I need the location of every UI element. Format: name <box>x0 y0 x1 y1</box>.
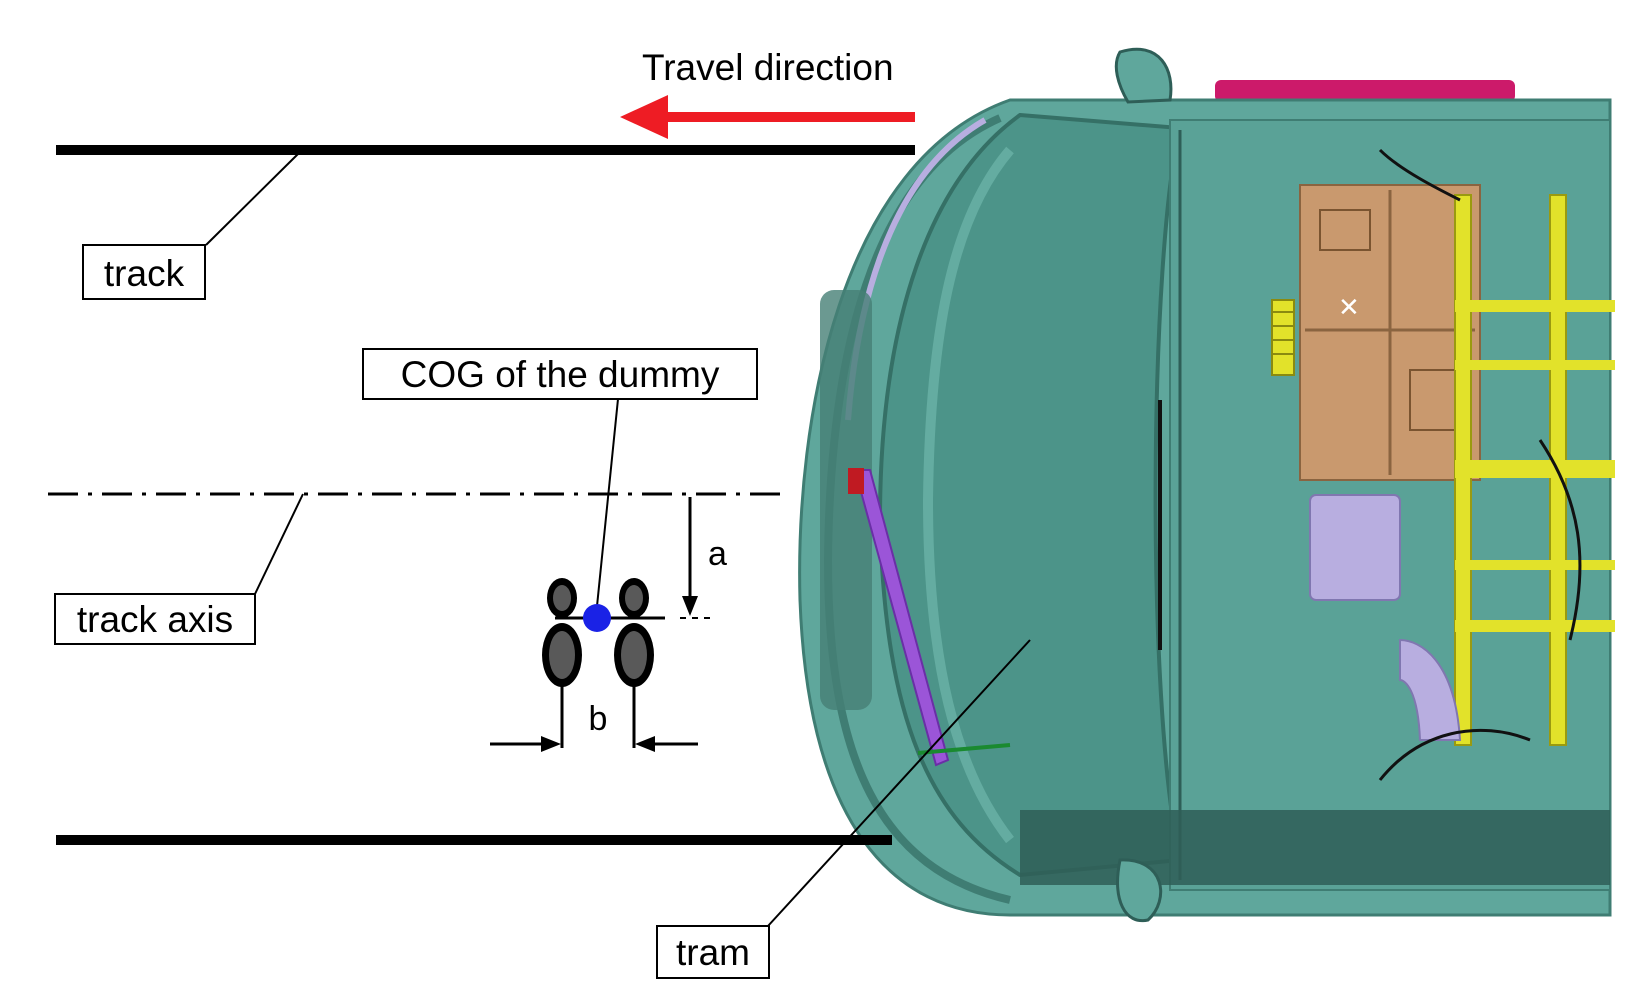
mirror-bottom <box>1116 858 1163 923</box>
tram-label-box <box>656 925 770 979</box>
green-wire <box>917 743 1011 755</box>
track-label: track <box>104 253 185 294</box>
mirror-top <box>1114 47 1173 104</box>
nose-dark-strip <box>820 290 872 710</box>
dimension-b-label: b <box>589 700 608 738</box>
windshield <box>877 112 1183 878</box>
dummy-left-foot-icon <box>542 578 582 687</box>
wiper-arm <box>853 469 950 767</box>
cog-marker <box>583 604 611 632</box>
roof-trim-top <box>1215 80 1515 102</box>
lilac-pipe <box>1399 638 1462 741</box>
dummy-right-foot-icon <box>614 578 654 687</box>
track-leader <box>205 151 301 246</box>
travel-direction-arrow <box>620 95 915 139</box>
track-axis-leader <box>254 493 304 595</box>
track-label-box <box>82 244 206 300</box>
lower-shadow <box>1020 810 1610 885</box>
track-axis-label-box <box>54 593 256 645</box>
travel-direction-label: Travel direction <box>642 47 894 88</box>
cog-label-box <box>362 348 758 400</box>
tram-label: tram <box>676 932 750 973</box>
spring-icon <box>1271 299 1295 376</box>
track-axis-label: track axis <box>77 599 233 640</box>
wiper-red-part <box>848 468 864 494</box>
cross-marker-icon: ✕ <box>1338 292 1360 322</box>
dimension-a-label: a <box>708 535 727 573</box>
tram-leader <box>767 639 1031 927</box>
cog-leader <box>595 398 619 617</box>
cog-label: COG of the dummy <box>401 354 720 395</box>
dimension-a <box>682 497 698 616</box>
windshield-highlight <box>922 146 1014 844</box>
tram-render: ✕ <box>798 47 1615 923</box>
lilac-box <box>1309 494 1401 601</box>
dimension-b <box>490 685 698 752</box>
